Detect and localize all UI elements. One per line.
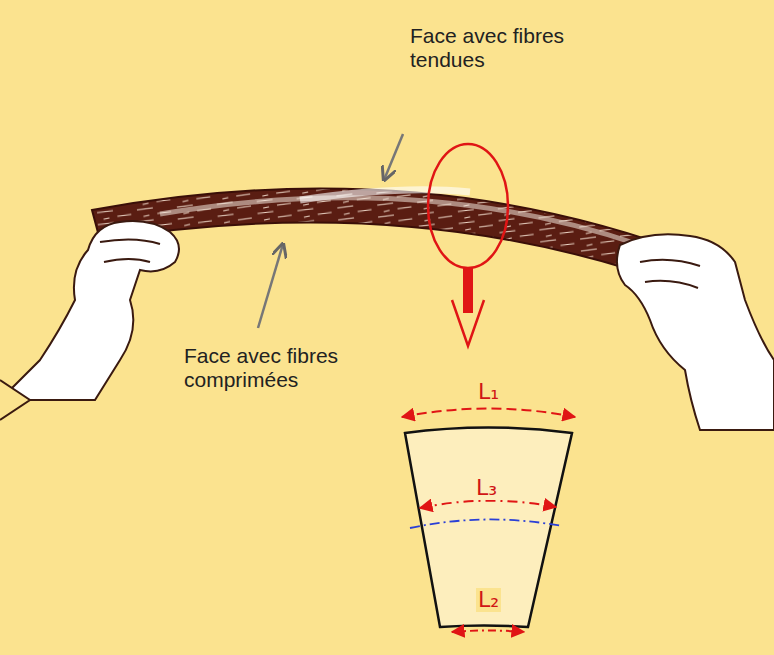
- right-hand: [617, 234, 774, 430]
- dimension-label: L₁: [476, 380, 501, 404]
- callout-label: Face avec fibres tendues: [410, 24, 640, 72]
- dimension-label: L₂: [476, 588, 501, 612]
- leader-line: [384, 134, 403, 180]
- zoom-ellipse: [428, 144, 508, 268]
- neutral-fiber: [410, 519, 562, 528]
- dimension-arrow: [452, 631, 524, 633]
- bar-section: [405, 428, 572, 628]
- leader-line: [258, 244, 283, 328]
- dimension-arrow: [402, 409, 575, 418]
- dimension-arrow: [420, 501, 556, 508]
- callout-label: Face avec fibres comprimées: [184, 344, 414, 392]
- zoom-arrow: [452, 300, 484, 346]
- dimension-label: L₃: [474, 476, 499, 500]
- bent-bar: [92, 189, 700, 290]
- left-hand: [0, 221, 179, 420]
